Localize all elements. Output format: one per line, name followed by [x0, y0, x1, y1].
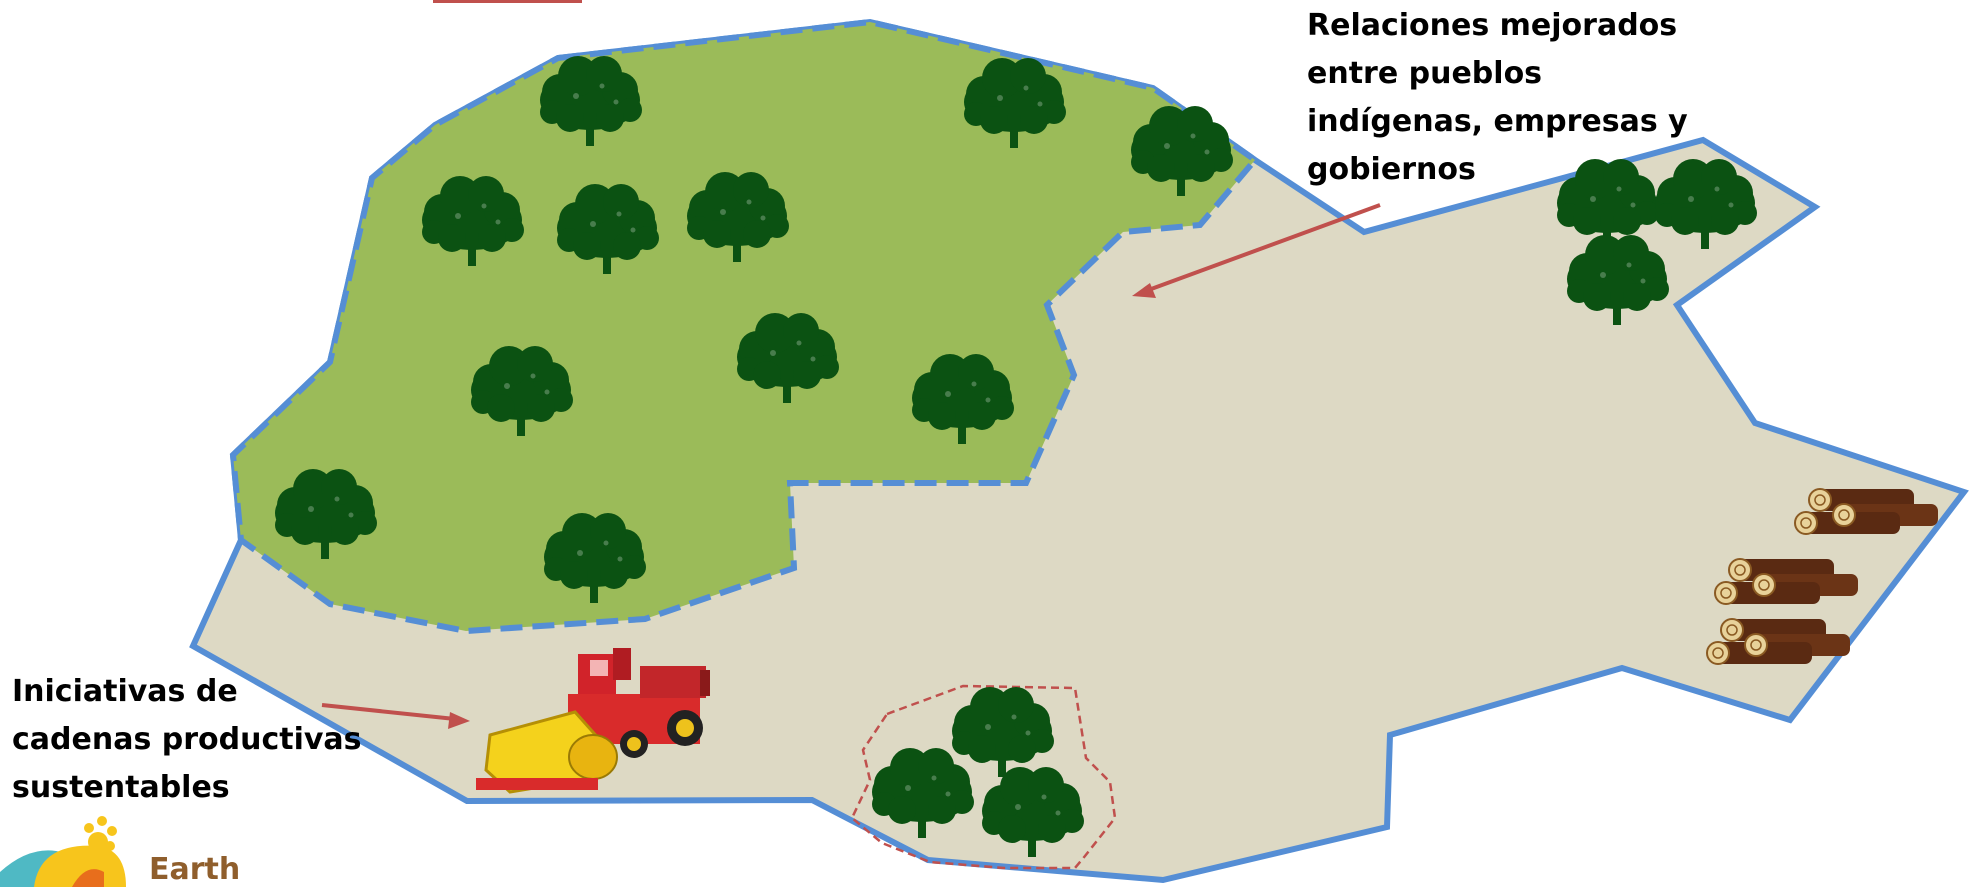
- relations-caption-line: gobiernos: [1307, 152, 1476, 187]
- top-red-rule: [433, 0, 582, 3]
- arrow-relations: [1132, 203, 1381, 298]
- relations-caption: Relaciones mejorados entre pueblos indíg…: [1307, 2, 1688, 194]
- value-chains-caption-line: sustentables: [12, 770, 230, 805]
- relations-caption-line: indígenas, empresas y: [1307, 104, 1688, 139]
- earth-logo-icon: [0, 816, 126, 887]
- forest-area: [229, 18, 1260, 635]
- harvester-icon: [476, 648, 710, 794]
- value-chains-caption: Iniciativas de cadenas productivas suste…: [12, 668, 362, 812]
- value-chains-caption-line: Iniciativas de: [12, 674, 238, 709]
- value-chains-caption-line: cadenas productivas: [12, 722, 362, 757]
- arrow-value-chains: [321, 703, 470, 729]
- logo-text: Earth: [149, 852, 241, 887]
- relations-caption-line: Relaciones mejorados: [1307, 8, 1678, 43]
- relations-caption-line: entre pueblos: [1307, 56, 1543, 91]
